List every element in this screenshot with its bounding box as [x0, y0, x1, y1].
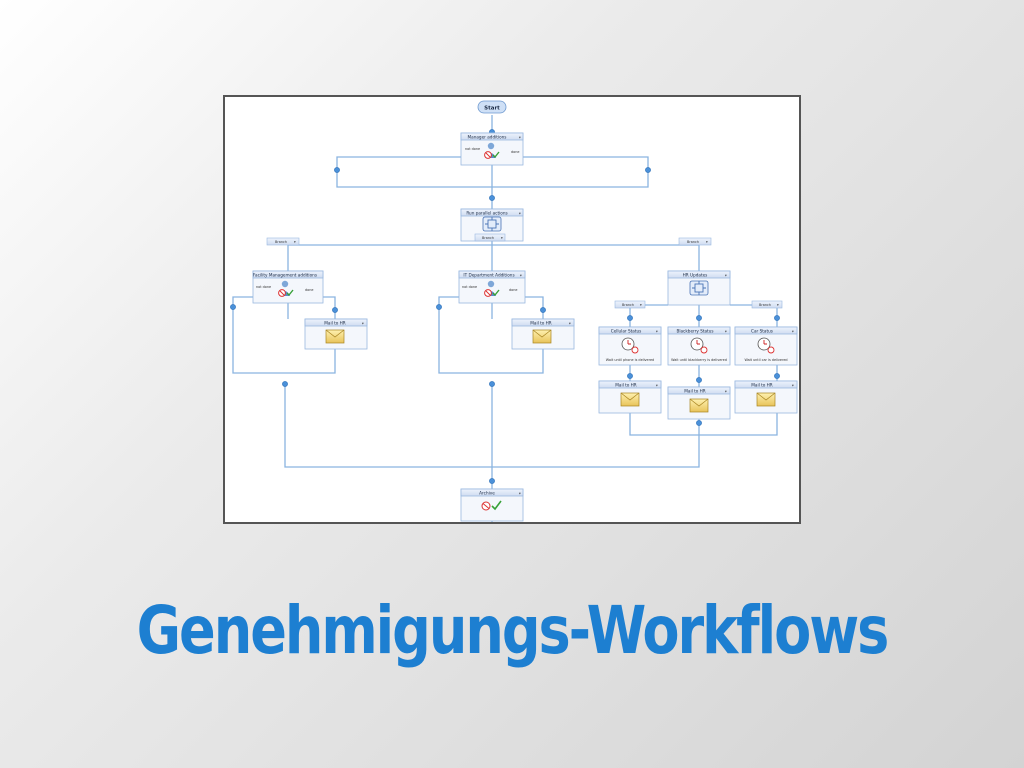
chevron-down-icon: ▾: [656, 329, 658, 333]
chevron-down-icon: ▾: [520, 273, 522, 277]
it-left-label: not done: [462, 285, 477, 289]
envelope-icon: [532, 329, 552, 344]
mail-hr2-title: Mail to HR: [684, 388, 706, 393]
it-right-label: done: [509, 288, 517, 292]
envelope-icon: [689, 398, 709, 413]
parallel-branch-label: Branch: [482, 236, 494, 240]
parallel-actions-activity[interactable]: Run parallel actions ▾ Branch ▾: [460, 208, 524, 242]
parallel-title: Run parallel actions: [466, 210, 507, 215]
parallel-icon: [689, 280, 709, 296]
chevron-down-icon: ▾: [777, 303, 779, 307]
chevron-down-icon: ▾: [294, 240, 296, 244]
clock-status-icon: [690, 337, 708, 354]
blackberry-title: Blackberry Status: [676, 328, 713, 333]
chevron-down-icon: ▾: [792, 329, 794, 333]
chevron-down-icon: ▾: [640, 303, 642, 307]
it-title: IT Department Additions: [463, 272, 514, 277]
chevron-down-icon: ▾: [792, 383, 794, 387]
clock-status-icon: [621, 337, 639, 354]
archive-title: Archive: [479, 490, 495, 495]
user-approve-icon: [484, 142, 500, 159]
blackberry-status-activity[interactable]: Blackberry Status ▾ Wait until blackberr…: [667, 326, 731, 366]
workflow-diagram: Start Manager additions ▾ not done done …: [230, 100, 798, 522]
car-title: Car Status: [751, 328, 773, 333]
envelope-icon: [756, 392, 776, 407]
mail-to-hr-car-activity[interactable]: Mail to HR ▾: [734, 380, 798, 414]
car-status-text: Wait until car is delivered: [744, 358, 787, 362]
facility-right-label: done: [305, 288, 313, 292]
start-node[interactable]: Start: [477, 100, 507, 114]
mail-to-hr-cellular-activity[interactable]: Mail to HR ▾: [598, 380, 662, 414]
manager-right-label: done: [511, 150, 519, 154]
user-approve-icon: [484, 280, 500, 297]
mail-hr3-title: Mail to HR: [751, 382, 773, 387]
chevron-down-icon: ▾: [725, 273, 727, 277]
branch-left[interactable]: Branch ▾: [266, 237, 300, 246]
hr-branch-right-label: Branch: [759, 303, 771, 307]
chevron-down-icon: ▾: [706, 240, 708, 244]
manager-title: Manager additions: [468, 134, 507, 139]
hr-title: HR Updates: [683, 272, 708, 277]
parallel-icon: [482, 216, 502, 232]
envelope-icon: [620, 392, 640, 407]
mail-to-hr-it-activity[interactable]: Mail to HR ▾: [511, 318, 575, 350]
archive-activity[interactable]: Archive ▾: [460, 488, 524, 522]
cellular-title: Cellular Status: [611, 328, 642, 333]
branch-right-label: Branch: [687, 240, 699, 244]
user-approve-icon: [278, 280, 294, 297]
chevron-down-icon: ▾: [725, 329, 727, 333]
mail-it-title: Mail to HR: [530, 320, 552, 325]
manager-additions-activity[interactable]: Manager additions ▾ not done done: [460, 132, 524, 166]
chevron-down-icon: ▾: [656, 383, 658, 387]
branch-left-label: Branch: [275, 240, 287, 244]
clock-status-icon: [757, 337, 775, 354]
cellular-status-text: Wait until phone is delivered: [606, 358, 654, 362]
envelope-icon: [325, 329, 345, 344]
facility-left-label: not done: [256, 285, 271, 289]
mail-to-hr-facility-activity[interactable]: Mail to HR ▾: [304, 318, 368, 350]
connector-lines: [232, 115, 778, 522]
connector-dots: [230, 129, 780, 484]
approve-reject-icon: [481, 500, 502, 511]
chevron-down-icon: ▾: [362, 321, 364, 325]
cellular-status-activity[interactable]: Cellular Status ▾ Wait until phone is de…: [598, 326, 662, 366]
workflow-diagram-frame: Start Manager additions ▾ not done done …: [223, 95, 801, 524]
chevron-down-icon: ▾: [569, 321, 571, 325]
chevron-down-icon: ▾: [519, 491, 521, 495]
chevron-down-icon: ▾: [501, 236, 503, 240]
chevron-down-icon: ▾: [519, 211, 521, 215]
car-status-activity[interactable]: Car Status ▾ Wait until car is delivered: [734, 326, 798, 366]
mail-to-hr-blackberry-activity[interactable]: Mail to HR ▾: [667, 386, 731, 420]
facility-management-activity[interactable]: Facility Management additions not done d…: [252, 270, 324, 304]
manager-left-label: not done: [465, 147, 480, 151]
hr-branch-right[interactable]: Branch ▾: [751, 300, 783, 309]
facility-title: Facility Management additions: [253, 272, 317, 277]
hr-branch-left-label: Branch: [622, 303, 634, 307]
mail-facility-title: Mail to HR: [324, 320, 346, 325]
chevron-down-icon: ▾: [519, 135, 521, 139]
hr-updates-activity[interactable]: HR Updates ▾: [667, 270, 731, 306]
hr-branch-left[interactable]: Branch ▾: [614, 300, 646, 309]
mail-hr1-title: Mail to HR: [615, 382, 637, 387]
branch-right[interactable]: Branch ▾: [678, 237, 712, 246]
start-label: Start: [484, 106, 500, 112]
chevron-down-icon: ▾: [725, 389, 727, 393]
blackberry-status-text: Wait until blackberry is delivered: [671, 358, 727, 362]
it-department-activity[interactable]: IT Department Additions ▾ not done done: [458, 270, 526, 304]
slide-title: Genehmigungs-Workflows: [136, 592, 890, 669]
